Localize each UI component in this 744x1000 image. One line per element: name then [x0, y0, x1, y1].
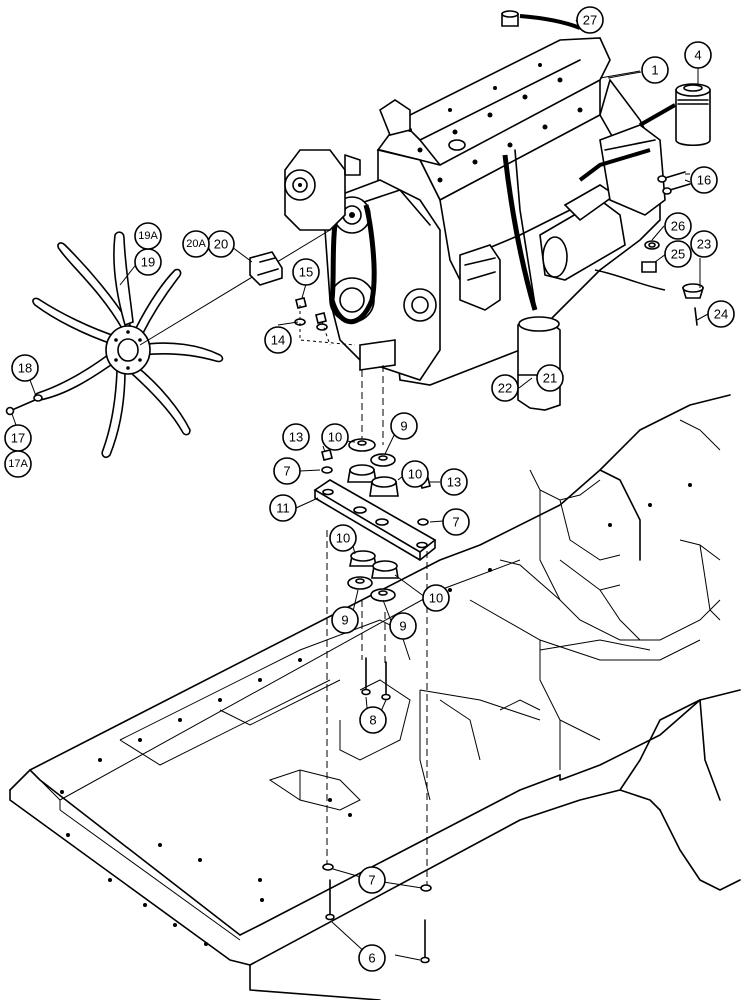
engine-mount-stack	[313, 365, 437, 964]
callout-10: 10	[422, 584, 450, 612]
callout-6: 6	[358, 944, 386, 972]
callout-8: 8	[359, 706, 387, 734]
callout-16-label: 16	[697, 173, 711, 188]
callout-19A-label: 19A	[138, 230, 158, 242]
callout-22-label: 22	[498, 381, 512, 396]
callout-15: 15	[292, 258, 320, 286]
callout-11-label: 11	[276, 501, 290, 516]
callout-9-label: 9	[341, 613, 348, 628]
engine-assembly	[284, 37, 676, 411]
callout-7-label: 7	[452, 515, 459, 530]
callout-7-label: 7	[283, 464, 290, 479]
callout-20: 20	[207, 230, 235, 258]
callout-1-label: 1	[651, 63, 658, 78]
callout-27: 27	[576, 6, 604, 34]
callout-14-label: 14	[271, 333, 285, 348]
callout-7: 7	[442, 508, 470, 536]
callout-10-label: 10	[328, 430, 342, 445]
plug-25	[641, 261, 657, 273]
callout-4-label: 4	[694, 48, 701, 63]
callout-27-label: 27	[583, 13, 597, 28]
callout-19: 19	[134, 248, 162, 276]
callout-8-label: 8	[369, 713, 376, 728]
callout-22: 22	[491, 374, 519, 402]
callout-24: 24	[707, 300, 735, 328]
callout-4: 4	[684, 41, 712, 69]
callout-20A-label: 20A	[186, 238, 206, 250]
callout-17-label: 17	[11, 431, 25, 446]
callout-25: 25	[664, 240, 692, 268]
cooling-fan	[32, 229, 331, 458]
callout-17: 17	[4, 424, 32, 452]
washer-18	[33, 394, 43, 402]
callout-9: 9	[389, 612, 417, 640]
callout-14: 14	[264, 326, 292, 354]
callout-7-label: 7	[368, 873, 375, 888]
callout-20-label: 20	[214, 237, 228, 252]
callout-17A-label: 17A	[8, 458, 28, 470]
callout-9-label: 9	[399, 619, 406, 634]
callout-18-label: 18	[18, 361, 32, 376]
callout-26: 26	[664, 212, 692, 240]
callout-21-label: 21	[543, 371, 557, 386]
callout-7: 7	[273, 457, 301, 485]
drain-plug-23	[681, 283, 705, 299]
callout-19A: 19A	[134, 222, 162, 250]
callout-21: 21	[536, 364, 564, 392]
callout-15-label: 15	[299, 265, 313, 280]
callout-17A: 17A	[4, 450, 32, 478]
callout-20A: 20A	[182, 230, 210, 258]
callout-6-label: 6	[368, 951, 375, 966]
washer-26	[644, 240, 660, 250]
callout-13-label: 13	[289, 430, 303, 445]
callout-13: 13	[440, 468, 468, 496]
callout-23-label: 23	[697, 237, 711, 252]
callout-9: 9	[331, 606, 359, 634]
nuts-15	[295, 297, 327, 324]
callout-11: 11	[269, 494, 297, 522]
callout-13-label: 13	[447, 475, 461, 490]
fan-spacer-20	[249, 251, 283, 286]
callout-18: 18	[11, 354, 39, 382]
plug-27	[501, 10, 581, 30]
callout-9: 9	[390, 412, 418, 440]
callout-10-label: 10	[336, 531, 350, 546]
callout-10-label: 10	[429, 591, 443, 606]
callout-19-label: 19	[141, 255, 155, 270]
callout-13: 13	[282, 423, 310, 451]
callout-10: 10	[329, 524, 357, 552]
oil-filter	[675, 83, 711, 147]
callout-1: 1	[641, 56, 669, 84]
bolt-17	[5, 399, 36, 416]
pin-24	[694, 307, 698, 326]
callout-7: 7	[358, 866, 386, 894]
bolts-16	[657, 171, 691, 195]
callout-23: 23	[690, 230, 718, 258]
callout-25-label: 25	[671, 247, 685, 262]
callout-10: 10	[321, 423, 349, 451]
callout-16: 16	[690, 166, 718, 194]
callout-10-label: 10	[408, 467, 422, 482]
callout-26-label: 26	[671, 219, 685, 234]
callout-24-label: 24	[714, 307, 728, 322]
callout-9-label: 9	[400, 419, 407, 434]
callout-10: 10	[401, 460, 429, 488]
